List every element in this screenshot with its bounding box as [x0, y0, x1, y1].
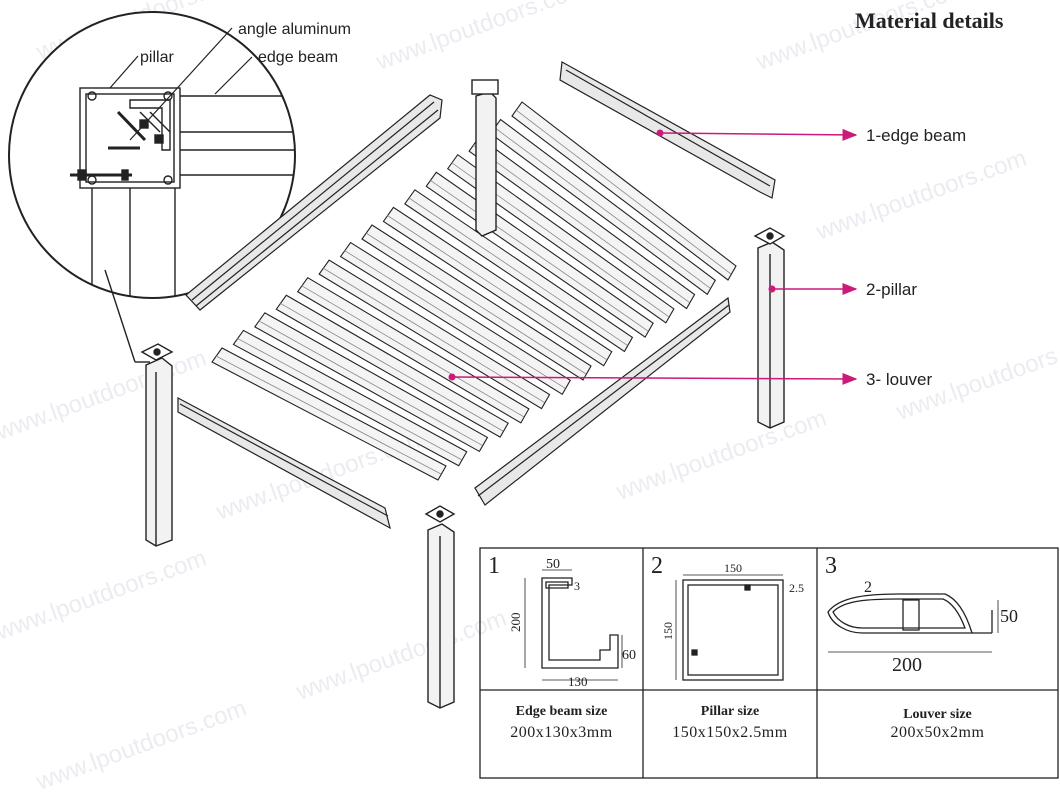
callout-edge-beam: 1-edge beam: [866, 126, 966, 145]
spec-name: Edge beam size: [515, 704, 608, 719]
louver-slat: [382, 206, 613, 367]
pillars: [140, 79, 786, 709]
louver-slat: [296, 276, 530, 424]
spec-number: 1: [488, 553, 500, 579]
louver-slat: [232, 329, 468, 467]
dim-label: 150: [661, 622, 675, 640]
louver-slat: [318, 259, 551, 410]
spec-number: 3: [825, 553, 837, 579]
watermark: www.lpoutdoors.com: [812, 145, 1030, 246]
louver-slat-line: [280, 302, 504, 432]
dim-label: 2.5: [789, 581, 804, 595]
spec-name: Louver size: [903, 707, 972, 722]
louver-slat: [404, 189, 634, 353]
dim-label: 130: [568, 674, 588, 689]
louver-slat-line: [215, 355, 442, 475]
dim-label: 50: [1000, 606, 1018, 626]
louver-slat-line: [258, 320, 483, 446]
louver-slat-line: [344, 250, 566, 389]
callout-pillar: 2-pillar: [866, 280, 917, 299]
louver-slat-line: [322, 267, 545, 403]
louver-slat-line: [472, 144, 690, 303]
dim-label: 2: [864, 579, 872, 596]
louver-slat: [361, 224, 592, 381]
watermark: www.lpoutdoors.com: [292, 605, 510, 706]
louver-slat: [211, 347, 447, 481]
louver-slat-line: [494, 127, 711, 289]
louver-deck: [177, 61, 776, 530]
pillar-left: [140, 343, 174, 547]
left-edge-beam: [185, 94, 443, 311]
joint-detail-circle: angle aluminum pillar edge beam: [8, 11, 351, 363]
dim-label: 3: [574, 579, 580, 593]
louver-slat: [275, 294, 509, 438]
dim-label: 150: [724, 561, 742, 575]
louver-slat-line: [301, 285, 525, 418]
louver-profile: [827, 593, 999, 653]
callout-louver: 3- louver: [866, 370, 932, 389]
louver-slat-line: [237, 338, 462, 461]
watermark: www.lpoutdoors.com: [612, 405, 830, 506]
louver-slat: [339, 241, 572, 396]
front-edge-beam: [177, 397, 391, 530]
page-title: Material details: [855, 8, 1004, 33]
label-edge-beam: edge beam: [258, 49, 338, 66]
watermark: www.lpoutdoors.com: [32, 695, 250, 796]
pillar-right: [753, 227, 786, 429]
louver-slat-line: [515, 109, 732, 275]
top-edge-beam: [559, 61, 776, 199]
label-angle-aluminum: angle aluminum: [238, 21, 351, 38]
spec-table: [479, 547, 1059, 779]
spec-name: Pillar size: [700, 704, 760, 719]
louver-slat: [446, 153, 675, 324]
callouts: 1-edge beam 2-pillar 3- louver: [448, 126, 966, 389]
spec-value: 150x150x2.5mm: [672, 724, 788, 741]
watermark: www.lpoutdoors.com: [372, 0, 590, 76]
dim-label: 200: [892, 654, 922, 676]
louver-slat-line: [387, 215, 607, 361]
louver-slat: [254, 312, 489, 453]
pillar-back: [475, 91, 497, 237]
spec-number: 2: [651, 553, 663, 579]
spec-value: 200x130x3mm: [510, 724, 613, 741]
spec-value: 200x50x2mm: [890, 724, 985, 741]
label-pillar: pillar: [140, 49, 174, 66]
pillar-profile: [675, 574, 784, 681]
edge-beam-profile: [524, 569, 623, 681]
dim-label: 200: [508, 613, 523, 633]
louver-slat-line: [365, 232, 587, 375]
louver-slat-line: [408, 197, 628, 346]
watermark: www.lpoutdoors.com: [0, 345, 210, 446]
watermark: www.lpoutdoors.com: [0, 545, 210, 646]
dim-label: 60: [622, 648, 636, 663]
dim-label: 50: [546, 557, 560, 572]
louver-slat-line: [430, 179, 649, 332]
pillar-front: [424, 505, 456, 709]
